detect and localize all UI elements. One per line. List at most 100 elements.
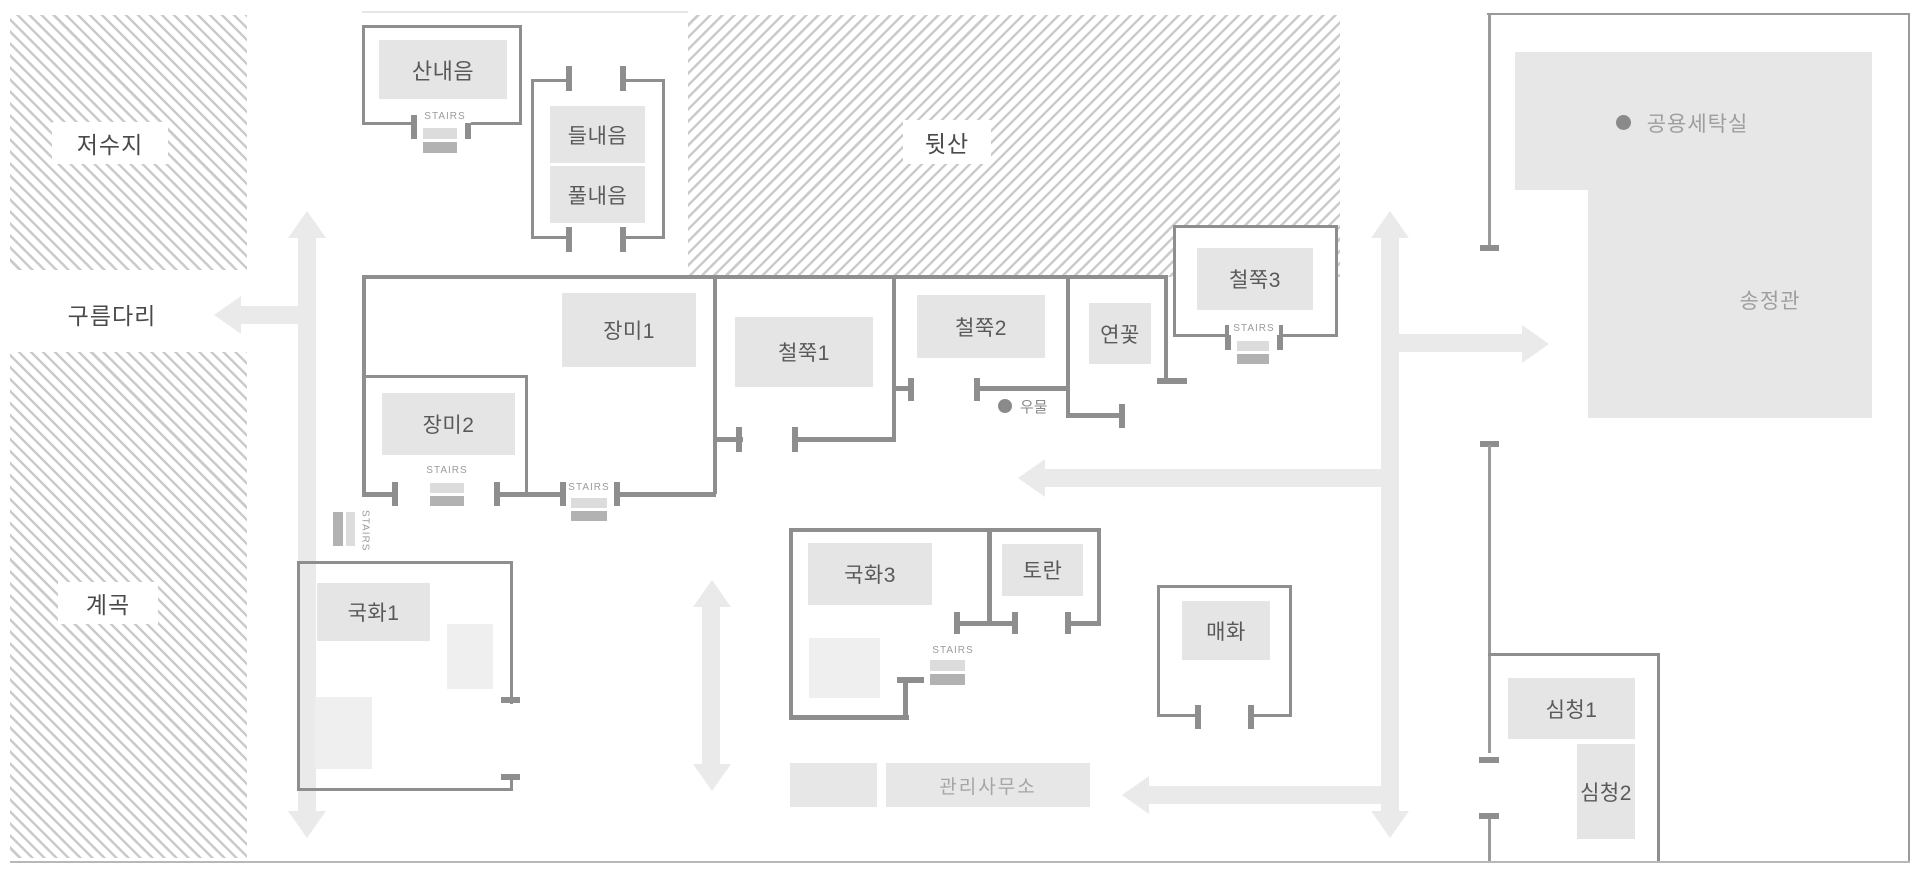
deulnaeum-door-tick xyxy=(566,227,572,252)
road-left-arrow-up-icon xyxy=(288,211,326,238)
jangmi-stairs2-step xyxy=(571,511,607,521)
jangmi-door-tick xyxy=(494,482,500,506)
enclosure-left-wall xyxy=(1488,819,1491,863)
road-lower-west-arrow-icon xyxy=(1122,776,1149,814)
room-sannaeum: 산내음 xyxy=(379,40,507,99)
deulnaeum-door-tick xyxy=(620,66,626,91)
road-left-arrow-down-icon xyxy=(288,811,326,838)
middle-building-end-tick xyxy=(1157,378,1187,384)
road-upper-west-branch xyxy=(1045,469,1390,487)
songjeong-block-tall xyxy=(1588,52,1872,418)
gukhwa3-door-tick xyxy=(954,612,960,634)
enclosure-left-wall xyxy=(1488,445,1491,753)
road-cloud-bridge-arrow-icon xyxy=(214,296,241,334)
maehwa-door-tick xyxy=(1195,705,1201,729)
room-jangmi2: 장미2 xyxy=(382,393,515,455)
road-right-arrow-down-icon xyxy=(1371,811,1409,838)
jangmi-door-tick xyxy=(560,482,566,506)
laundry-icon xyxy=(1616,115,1631,130)
cheoljjuk3-door-gap xyxy=(1231,331,1277,339)
maehwa-door-gap xyxy=(1201,711,1248,719)
simcheong-top-wall xyxy=(1488,653,1660,656)
road-songjeong-arrow-icon xyxy=(1522,325,1549,363)
cheoljjuk3-door-tick xyxy=(1277,325,1283,350)
gukhwa3-inner-tick xyxy=(897,677,924,683)
road-middle-arrow-up-icon xyxy=(693,580,731,607)
laundry-label: 공용세탁실 xyxy=(1646,112,1749,136)
cheoljjuk3-stairs-label: STAIRS xyxy=(1229,322,1279,335)
west-stairs-step xyxy=(346,512,355,546)
cheoljjuk1-bottom-wall xyxy=(796,437,896,442)
enclosure-wall-tick xyxy=(1479,813,1499,819)
sannaeum-stairs-step xyxy=(423,142,457,153)
room-jangmi1: 장미1 xyxy=(562,293,696,367)
sannaeum-door-tick xyxy=(465,115,471,139)
jangmi-stairs-label: STAIRS xyxy=(426,465,468,476)
top-boundary-line xyxy=(362,11,688,13)
road-middle-arrow-down-icon xyxy=(693,764,731,791)
sannaeum-door-gap xyxy=(413,119,469,127)
jangmi-door-tick xyxy=(392,482,398,506)
road-middle-vertical xyxy=(702,604,720,766)
jangmi-cheoljjuk1-divider xyxy=(713,275,717,494)
cheoljjuk1-door-tick xyxy=(736,427,742,452)
yeonkkot-door-tick xyxy=(1119,404,1125,428)
building-gukhwa1 xyxy=(297,561,513,791)
cheoljjuk3-stairs-step xyxy=(1237,341,1269,351)
well-label: 우물 xyxy=(1020,398,1048,416)
toran-right-wall xyxy=(1097,528,1101,626)
room-simcheong2: 심청2 xyxy=(1577,744,1635,839)
room-maehwa: 매화 xyxy=(1182,601,1270,660)
gukhwa3-annex xyxy=(809,638,880,698)
gukhwa3-door-tick xyxy=(1012,612,1018,634)
west-stairs-label: STAIRS xyxy=(359,510,371,552)
gukhwa3-left-wall xyxy=(789,528,793,720)
road-right-vertical xyxy=(1381,235,1399,813)
jangmi-door-tick xyxy=(614,482,620,506)
gukhwa3-stairs-label: STAIRS xyxy=(932,645,974,656)
enclosure-wall-tick xyxy=(1480,245,1499,251)
road-right-arrow-up-icon xyxy=(1371,211,1409,238)
gukhwa3-stairs-step xyxy=(930,660,965,671)
cheoljjuk1-bottom-wall xyxy=(713,437,743,442)
cheoljjuk1-door-tick xyxy=(792,427,798,452)
jangmi2-right-wall xyxy=(525,375,528,495)
jangmi-left-wall xyxy=(362,275,366,497)
enclosure-left-wall xyxy=(1488,13,1491,245)
enclosure-wall-tick xyxy=(1480,441,1499,447)
simcheong-right-wall xyxy=(1657,653,1660,863)
sannaeum-door-tick xyxy=(411,115,417,139)
enclosure-wall-tick xyxy=(1479,757,1499,763)
well-icon xyxy=(998,399,1012,413)
cheoljjuk2-door-tick xyxy=(974,378,980,401)
gukhwa3-toran-divider xyxy=(987,528,992,626)
gukhwa1-annex xyxy=(447,624,493,689)
jangmi-stairs2-step xyxy=(571,498,607,508)
deulnaeum-door-tick xyxy=(566,66,572,91)
deulnaeum-top-door-gap xyxy=(572,77,620,85)
deulnaeum-door-tick xyxy=(620,227,626,252)
gukhwa3-stairs-step xyxy=(930,674,965,685)
bottom-boundary-line xyxy=(10,861,1910,863)
gukhwa1-annex xyxy=(315,697,372,769)
jangmi-bottom-wall xyxy=(362,492,395,497)
jangmi-bottom-wall xyxy=(497,492,563,497)
room-gukhwa3: 국화3 xyxy=(808,543,932,605)
gukhwa3-inner-wall xyxy=(903,682,908,719)
cheoljjuk3-door-tick xyxy=(1225,325,1231,350)
road-left-vertical xyxy=(298,235,316,813)
cheoljjuk2-bottom-wall xyxy=(978,386,1068,391)
room-cheoljjuk3: 철쭉3 xyxy=(1197,248,1313,310)
jangmi-stairs2-label: STAIRS xyxy=(568,482,610,493)
songjeong-hall-label: 송정관 xyxy=(1739,289,1801,313)
jangmi-stairs-step xyxy=(430,483,464,493)
maehwa-door-tick xyxy=(1248,705,1254,729)
toran-bottom-wall xyxy=(1068,621,1101,626)
gukhwa1-door-gap xyxy=(507,704,515,774)
gukhwa3-door-wall xyxy=(957,621,1017,626)
cheoljjuk2-door-stub xyxy=(892,386,912,391)
cheoljjuk1-2-divider xyxy=(892,275,896,441)
jangmi-stairs-step xyxy=(430,496,464,506)
jangmi-bottom-wall xyxy=(618,492,716,497)
